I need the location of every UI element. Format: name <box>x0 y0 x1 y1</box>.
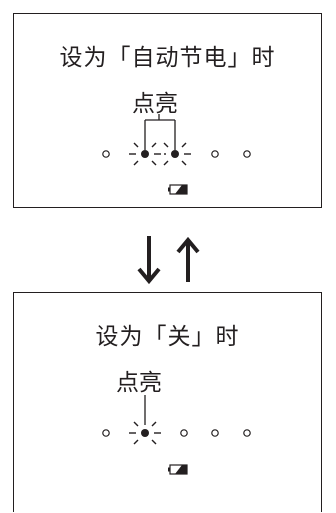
indicator-lamp-off <box>102 150 110 158</box>
lit-callout-label: 点亮 <box>116 370 162 396</box>
indicator-lamp-off <box>243 429 251 437</box>
down-arrow-head <box>137 267 161 285</box>
lit-callout-label: 点亮 <box>132 91 178 117</box>
off-mode-panel: 设为「关」时 点亮 <box>13 292 322 512</box>
auto-power-save-panel: 设为「自动节电」时 点亮 <box>13 13 322 208</box>
battery-icon <box>168 184 188 195</box>
indicator-lamp-off <box>180 429 188 437</box>
indicator-lamp-lit <box>129 421 161 445</box>
indicator-lamp-lit <box>129 142 161 166</box>
indicator-lamp-off <box>243 150 251 158</box>
up-arrow-head <box>176 236 200 254</box>
indicator-lamp-lit <box>163 142 191 166</box>
indicator-lamp-off <box>211 429 219 437</box>
indicator-diagram <box>102 114 251 195</box>
panel-title: 设为「关」时 <box>95 324 240 350</box>
indicator-lamp-off <box>211 150 219 158</box>
indicator-diagram <box>102 395 251 475</box>
callout-bracket <box>144 114 176 150</box>
indicator-lamp-off <box>102 429 110 437</box>
battery-icon <box>168 464 188 475</box>
panel-title: 设为「自动节电」时 <box>59 45 276 71</box>
